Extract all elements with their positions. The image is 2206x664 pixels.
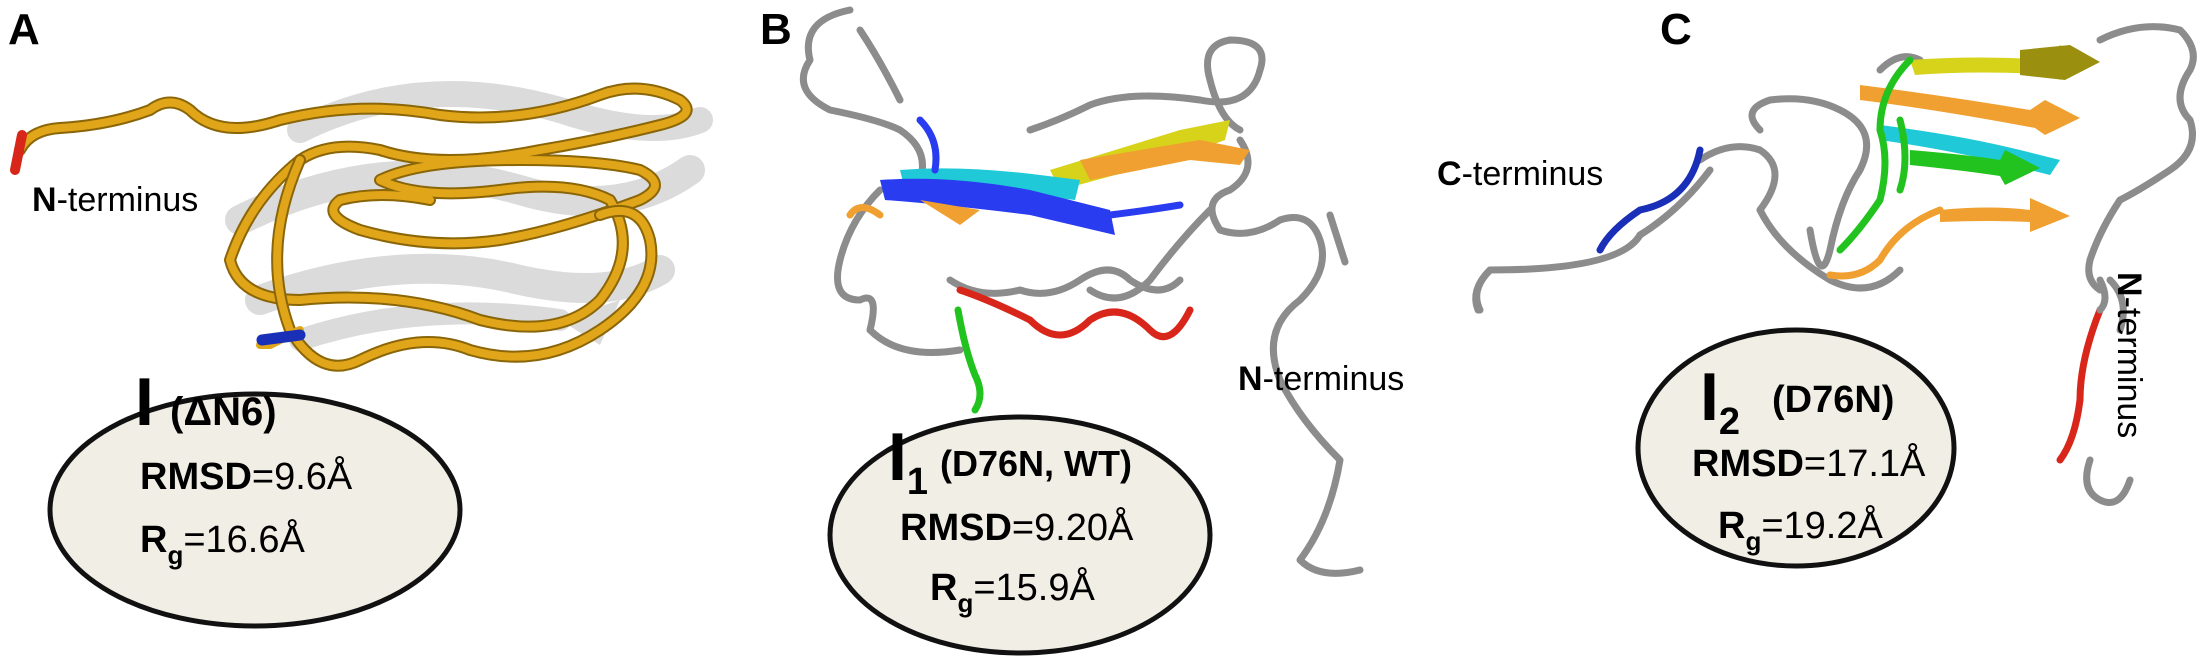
panel-c-coil	[1473, 23, 2197, 506]
panel-c-info-ellipse	[1635, 327, 1957, 569]
panel-c-variant: (D76N)	[1772, 379, 1894, 421]
panel-b-rg: Rg=15.9Å	[930, 565, 1095, 618]
panel-c-rmsd: RMSD=17.1Å	[1692, 441, 1926, 485]
panel-c-strands	[1860, 45, 2100, 232]
panel-b-state-label: I1	[888, 419, 928, 503]
panel-b-n-terminus-label: N-terminus	[1238, 360, 1404, 398]
panel-a-n-terminus-label: N-terminus	[32, 181, 198, 219]
panel-b-coil	[799, 6, 1364, 577]
panel-b-variant: (D76N, WT)	[940, 443, 1132, 484]
panel-c-state-label: I2	[1700, 359, 1740, 443]
panel-c-n-terminus-label: N-terminus	[2110, 272, 2148, 438]
panel-a-c-terminus-marker	[256, 329, 306, 346]
panel-b-rmsd: RMSD=9.20Å	[900, 505, 1134, 549]
panel-b: B N-terminus I1 (D	[760, 5, 1404, 656]
panel-letter-c: C	[1660, 5, 1692, 54]
panel-a-variant: (ΔN6)	[170, 390, 277, 434]
panel-c: C	[1437, 5, 2197, 569]
panel-a-rmsd: RMSD=9.6Å	[140, 454, 353, 498]
panel-c-c-terminus-label: C-terminus	[1437, 155, 1603, 193]
panel-a-info-ellipse	[47, 391, 463, 629]
panel-b-colored-coils	[846, 116, 1194, 414]
panel-a-n-terminus-marker	[10, 130, 27, 175]
panel-c-rg: Rg=19.2Å	[1718, 503, 1883, 556]
panel-a-ribbon	[14, 82, 693, 372]
panel-a-rg: Rg=16.6Å	[140, 517, 305, 570]
panel-c-colored-coils	[1472, 56, 2109, 464]
panel-b-strands	[880, 120, 1250, 235]
panel-a-state-label: I	[135, 364, 154, 440]
panel-a: A N-terminus I (ΔN6) RMSD=9.6Å Rg=16.6Å	[8, 5, 713, 629]
panel-letter-b: B	[760, 5, 792, 54]
panel-b-info-ellipse	[827, 414, 1213, 656]
panel-letter-a: A	[8, 5, 40, 54]
